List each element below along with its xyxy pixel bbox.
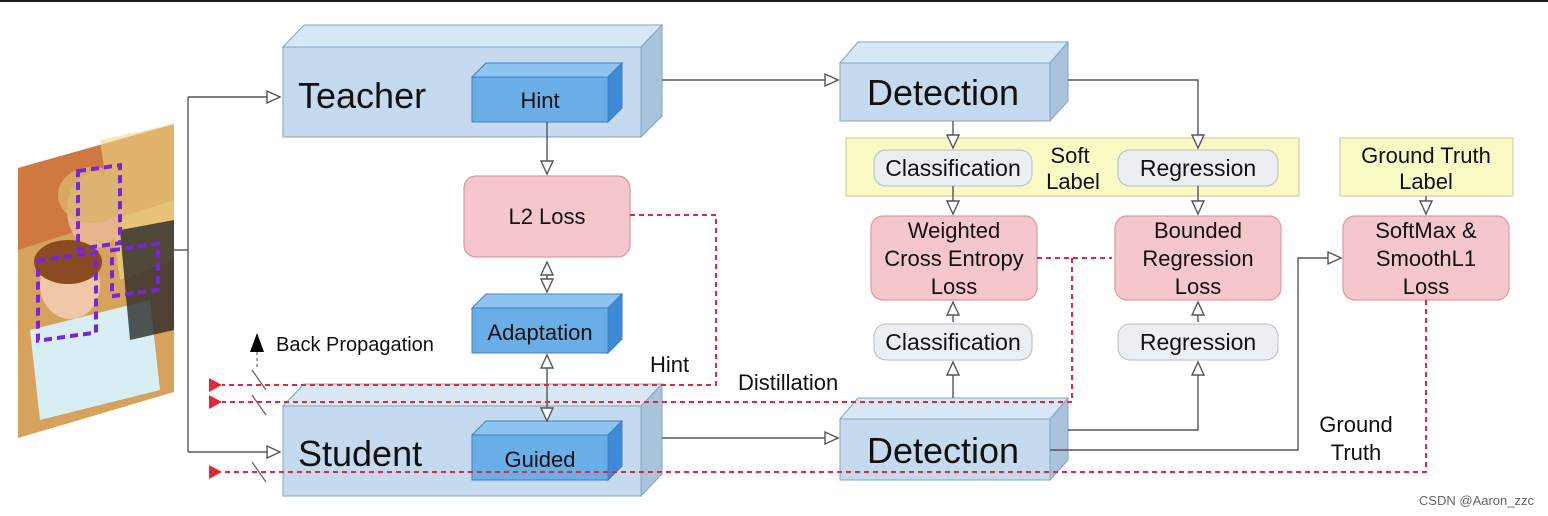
hint-annotation: Hint — [650, 352, 689, 377]
backprop-legend: Back Propagation — [250, 333, 434, 370]
regression-bottom-label: Regression — [1140, 329, 1256, 355]
softmax-line2: SmoothL1 — [1376, 246, 1476, 271]
student-guided-label: Guided — [505, 447, 576, 472]
backprop-dashed-paths — [209, 214, 1427, 479]
detection-top-connectors — [953, 79, 1198, 148]
soft-label-line2: Label — [1046, 169, 1100, 194]
regression-bottom-pill: Regression — [1117, 323, 1279, 361]
regression-top-label: Regression — [1140, 155, 1256, 181]
teacher-label: Teacher — [298, 75, 426, 116]
pill-to-loss-connectors — [953, 186, 1426, 214]
to-detection-connectors — [662, 80, 838, 438]
detection-top-label: Detection — [867, 72, 1019, 113]
adaptation-label: Adaptation — [487, 320, 592, 345]
adaptation-box: Adaptation — [470, 292, 624, 355]
up-arrow-icon — [250, 333, 264, 352]
ground-truth-label-line2: Label — [1399, 169, 1453, 194]
bounded-reg-line1: Bounded — [1154, 218, 1242, 243]
softmax-line1: SoftMax & — [1375, 218, 1477, 243]
detection-bottom-label: Detection — [867, 430, 1019, 471]
input-image — [18, 124, 174, 438]
weighted-ce-line3: Loss — [931, 274, 977, 299]
bottom-connectors — [953, 258, 1341, 451]
ground-truth-annotation-line2: Truth — [1331, 440, 1382, 465]
teacher-hint-label: Hint — [520, 88, 559, 113]
backprop-ticks — [251, 369, 267, 483]
top-border — [0, 0, 1548, 2]
student-label: Student — [298, 433, 422, 474]
soft-label-line1: Soft — [1050, 143, 1089, 168]
classification-top-pill: Classification — [873, 149, 1033, 187]
back-propagation-label: Back Propagation — [276, 334, 434, 356]
bounded-reg-loss-box: Bounded Regression Loss — [1114, 215, 1282, 301]
l2-loss-label: L2 Loss — [508, 204, 585, 229]
student-guided-box: Guided — [470, 419, 624, 482]
bounded-reg-line3: Loss — [1175, 274, 1221, 299]
ground-truth-label-panel: Ground Truth Label — [1339, 137, 1514, 197]
teacher-hint-box: Hint — [470, 61, 624, 124]
detection-top-box: Detection — [838, 40, 1070, 123]
softmax-loss-box: SoftMax & SmoothL1 Loss — [1342, 215, 1510, 301]
ground-truth-annotation-line1: Ground — [1319, 412, 1392, 437]
distillation-annotation: Distillation — [738, 370, 838, 395]
softmax-line3: Loss — [1403, 274, 1449, 299]
classification-top-label: Classification — [885, 155, 1021, 181]
classification-bottom-label: Classification — [885, 329, 1021, 355]
classification-bottom-pill: Classification — [873, 323, 1033, 361]
l2-loss-box: L2 Loss — [463, 175, 631, 258]
input-connectors — [174, 97, 280, 452]
weighted-ce-loss-box: Weighted Cross Entropy Loss — [870, 215, 1038, 301]
ground-truth-label-line1: Ground Truth — [1361, 143, 1491, 168]
detection-bottom-box: Detection — [838, 396, 1070, 482]
watermark: CSDN @Aaron_zzc — [1418, 493, 1534, 508]
weighted-ce-line2: Cross Entropy — [884, 246, 1023, 271]
bounded-reg-line2: Regression — [1142, 246, 1253, 271]
regression-top-pill: Regression — [1117, 149, 1279, 187]
weighted-ce-line1: Weighted — [908, 218, 1001, 243]
